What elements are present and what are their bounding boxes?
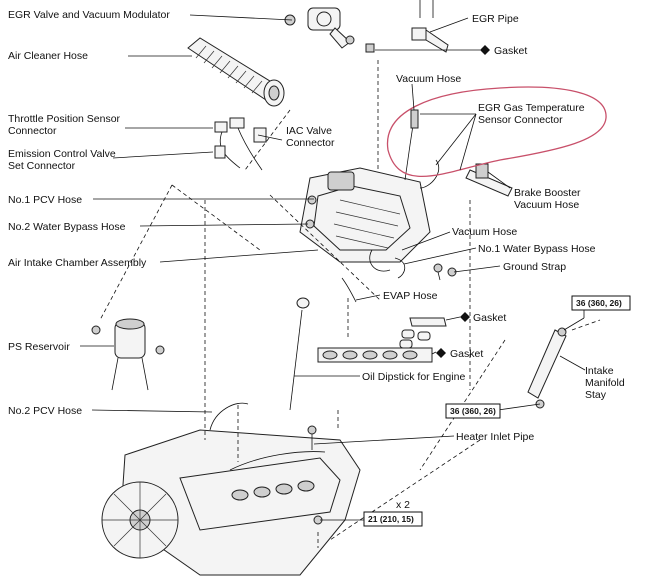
leader-lines: [80, 14, 586, 521]
label-egr-temp-1: EGR Gas Temperature: [478, 102, 585, 114]
label-brake-1: Brake Booster: [514, 187, 581, 199]
label-egr-valve: EGR Valve and Vacuum Modulator: [8, 9, 170, 21]
label-ecv-2: Set Connector: [8, 160, 76, 172]
label-ps-reservoir: PS Reservoir: [8, 341, 70, 353]
pcv-hose-2-part: [209, 402, 249, 431]
label-pcv-1: No.1 PCV Hose: [8, 194, 82, 206]
air-cleaner-hose-part: [187, 37, 285, 107]
label-x2: x 2: [396, 499, 410, 511]
intake-manifold-stay-part: [527, 327, 567, 409]
label-gasket-mid-1: Gasket: [473, 312, 506, 324]
alignment-lines: [99, 60, 601, 548]
label-iac-2: Connector: [286, 137, 335, 149]
water-bypass-hoses-part: [369, 249, 457, 281]
label-oil-dipstick: Oil Dipstick for Engine: [362, 371, 465, 383]
torque-box-bottom: [363, 511, 423, 527]
label-vacuum-hose-mid: Vacuum Hose: [452, 226, 517, 238]
label-heater-pipe: Heater Inlet Pipe: [456, 431, 534, 443]
brake-booster-hose-part: [465, 163, 513, 197]
diamond-icon: [436, 45, 490, 358]
label-tps-1: Throttle Position Sensor: [8, 113, 121, 125]
highlight-outline: [386, 86, 607, 177]
torque-stay-upper: 36 (360, 26): [576, 298, 622, 308]
label-ground-strap: Ground Strap: [503, 261, 566, 273]
label-stay-3: Stay: [585, 389, 607, 401]
torque-box-stay-lower: [445, 403, 501, 419]
gaskets-part: [317, 317, 447, 363]
label-water-bypass-2: No.2 Water Bypass Hose: [8, 221, 126, 233]
label-vacuum-hose-top: Vacuum Hose: [396, 73, 461, 85]
egr-valve-part: [284, 7, 375, 53]
label-pcv-2: No.2 PCV Hose: [8, 405, 82, 417]
label-egr-temp-2: Sensor Connector: [478, 114, 563, 126]
ps-reservoir-part: [91, 318, 165, 391]
heater-pipe-part: [307, 425, 317, 450]
label-brake-2: Vacuum Hose: [514, 199, 579, 211]
engine-block-part: [101, 429, 361, 576]
label-air-intake-chamber: Air Intake Chamber Assembly: [8, 257, 147, 269]
label-gasket-mid-2: Gasket: [450, 348, 483, 360]
label-tps-2: Connector: [8, 125, 57, 137]
egr-pipe-part: [411, 0, 449, 53]
oil-dipstick-part: [289, 297, 310, 411]
torque-stay-lower: 36 (360, 26): [450, 406, 496, 416]
air-intake-chamber-part: [299, 167, 431, 263]
label-air-cleaner-hose: Air Cleaner Hose: [8, 50, 88, 62]
torque-bottom: 21 (210, 15): [368, 514, 414, 524]
label-egr-pipe: EGR Pipe: [472, 13, 519, 25]
label-gasket-top: Gasket: [494, 45, 527, 57]
label-water-bypass-1: No.1 Water Bypass Hose: [478, 243, 596, 255]
label-ecv-1: Emission Control Valve: [8, 148, 116, 160]
label-iac-1: IAC Valve: [286, 125, 332, 137]
label-evap-hose: EVAP Hose: [383, 290, 438, 302]
label-stay-1: Intake: [585, 365, 614, 377]
label-stay-2: Manifold: [585, 377, 625, 389]
torque-box-stay-upper: [571, 295, 631, 311]
evap-hose-part: [341, 277, 357, 303]
sensor-connectors-part: [214, 117, 267, 171]
